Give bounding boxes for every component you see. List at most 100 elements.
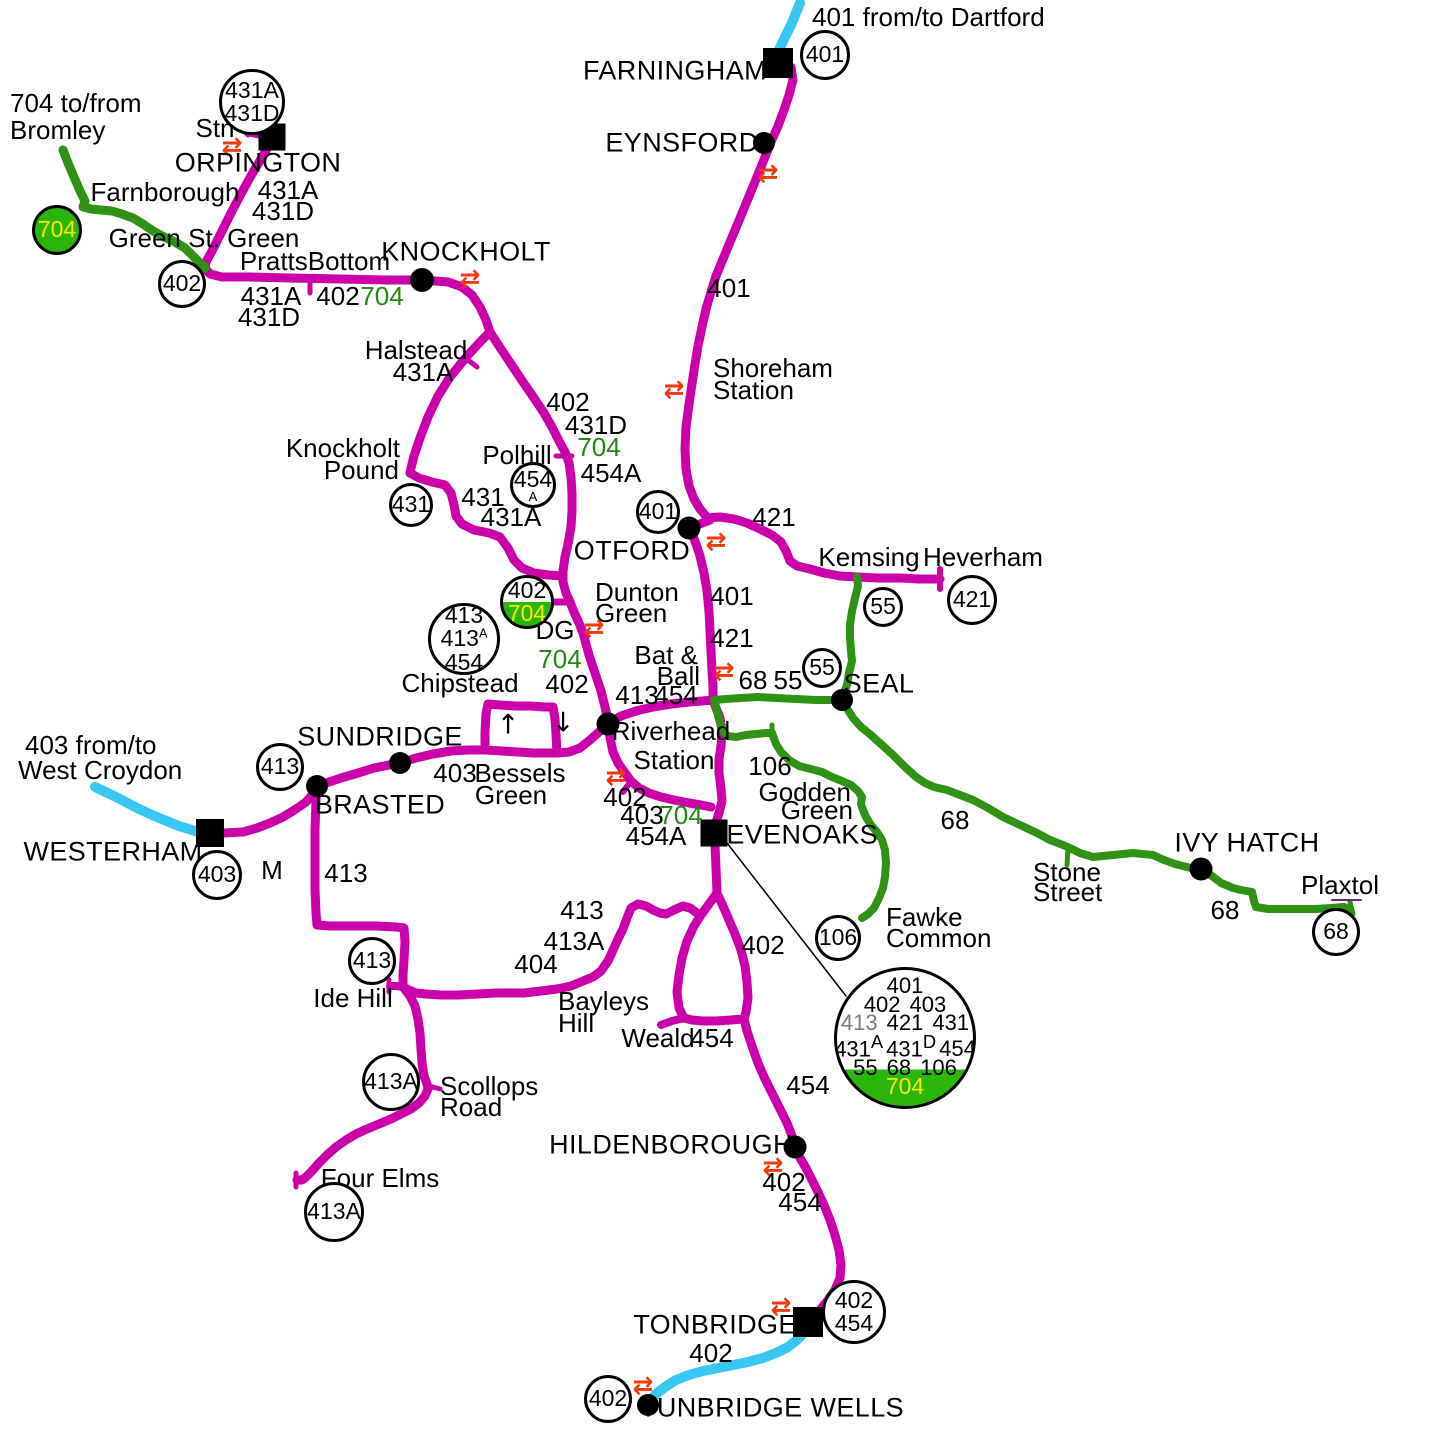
label-454a-29: 454A	[580, 458, 642, 488]
route-number: 402	[834, 1286, 874, 1313]
route-number: 68	[886, 1054, 912, 1080]
badge-line: 401	[805, 41, 845, 68]
label-403-55: 403	[433, 758, 477, 788]
route-number: 402	[588, 1385, 628, 1412]
route-number: 403	[909, 991, 947, 1017]
route-number: 106	[818, 924, 858, 951]
label-heverham-34: Heverham	[923, 542, 1043, 572]
badge-401-otford: 401	[636, 490, 680, 534]
label-68-66: 68	[1210, 895, 1240, 925]
label-farningham-2: FARNINGHAM	[582, 55, 768, 86]
badge-line: 454	[514, 467, 552, 491]
label-green-38: Green	[595, 598, 668, 628]
rail-icon-tunbridge-wells: ⇄	[632, 1370, 654, 1400]
label-farnborough-15: Farnborough	[90, 177, 240, 207]
badge-402-green-st-green: 402	[158, 260, 206, 308]
label-704-53: 704	[659, 800, 703, 830]
label-402-26: 402	[546, 387, 590, 417]
route-number: 106	[920, 1054, 957, 1080]
rail-icon-orpington: ⇄	[221, 131, 243, 161]
route-number: 402	[162, 270, 202, 297]
station-tunbridge-wells	[637, 1394, 659, 1416]
route-number: 401	[805, 41, 845, 68]
route-plaxtol-tick	[1347, 899, 1356, 917]
label-68-61: 68	[940, 805, 970, 835]
label-421-32: 421	[752, 502, 796, 532]
label-413-71: 413	[560, 895, 604, 925]
badge-line: 431A	[225, 76, 279, 103]
route-number: 403	[197, 861, 237, 888]
badge-line: 421	[953, 587, 991, 611]
label-station-50: Station	[633, 745, 715, 775]
route-number: 431A	[225, 76, 279, 103]
label-hill-75: Hill	[558, 1008, 595, 1038]
badge-line: 401	[638, 498, 678, 525]
label-431a-31: 431A	[480, 502, 542, 532]
rail-icon-otford: ⇄	[705, 526, 727, 556]
route-westerham-croydon-link	[90, 782, 203, 837]
label-402-51: 402	[603, 782, 647, 812]
label-tunbridge-wells-13: TUNBRIDGE WELLS	[639, 1392, 905, 1423]
badge-line: 55	[809, 655, 835, 679]
label-401-25: 401	[707, 273, 751, 303]
label-704-40: 704	[538, 644, 582, 674]
badge-106-fawke-common: 106	[815, 915, 861, 961]
station-brasted	[306, 775, 328, 797]
label-hildenborough-11: HILDENBOROUGH	[549, 1129, 793, 1160]
badge-413-ide-hill: 413	[348, 937, 396, 985]
badge-55-kemsing: 55	[863, 587, 903, 627]
label-green-60: Green	[780, 795, 853, 825]
station-farningham	[763, 48, 793, 78]
label-454-82: 454	[786, 1070, 830, 1100]
badge-line: A	[529, 489, 538, 503]
badge-line: 106	[818, 924, 858, 951]
label-402-83: 402	[762, 1167, 806, 1197]
badge-line: 454	[835, 1311, 873, 1335]
route-bat-and-ball-seal	[710, 693, 846, 704]
label-ivy-hatch-10: IVY HATCH	[1174, 827, 1320, 858]
badge-line: 431D	[225, 101, 280, 125]
badge-413-sundridge: 413	[256, 743, 304, 791]
label-704-28: 704	[577, 432, 621, 462]
station-sevenoaks	[700, 819, 728, 847]
badge-line: 704	[38, 217, 76, 241]
label-tonbridge-12: TONBRIDGE	[633, 1309, 797, 1340]
route-number: 55	[870, 593, 896, 620]
route-404-ide-hill-sevenoaks	[398, 899, 705, 1000]
label-road-77: Road	[440, 1092, 503, 1122]
label-prattsbottom-17: PrattsBottom	[239, 246, 391, 276]
route-number: 401	[638, 498, 678, 525]
external-note-bromley-line2: Bromley	[10, 115, 106, 145]
badge-line: 431	[392, 492, 430, 516]
route-tonbridge-tunbridge-wells-link	[643, 1325, 811, 1411]
label-plaxtol-67: Plaxtol	[1300, 870, 1380, 900]
label-402-41: 402	[545, 669, 589, 699]
label-sevenoaks-8: SEVENOAKS	[707, 819, 879, 850]
route-seal-ivy-hatch-plaxtol	[838, 696, 1354, 914]
route-weald-loop-east-hildenborough	[712, 888, 800, 1152]
station-seal	[831, 689, 853, 711]
label-weald-79: Weald	[621, 1023, 695, 1053]
label-stone-64: Stone	[1033, 857, 1101, 887]
one-way-arrow-up: ↑	[496, 709, 520, 741]
rail-icon-hildenborough: ⇄	[762, 1151, 784, 1181]
external-note-west-croydon-line1: 403 from/to	[25, 730, 157, 760]
badge-line: 402	[508, 578, 546, 602]
label-431d-87: 431D	[251, 196, 315, 226]
route-sevenoaks-station-spur	[620, 778, 634, 795]
rail-icon-tonbridge: ⇄	[770, 1291, 792, 1321]
label-bessels-56: Bessels	[474, 758, 566, 788]
route-halstead-branch	[405, 327, 495, 478]
route-number: 402	[863, 991, 901, 1017]
label-704-91: 704	[360, 281, 404, 311]
badge-704-bromley: 704	[32, 205, 82, 255]
badge-line: 413	[445, 603, 483, 627]
route-number: 431	[932, 1010, 970, 1036]
label-godden-59: Godden	[758, 777, 851, 807]
